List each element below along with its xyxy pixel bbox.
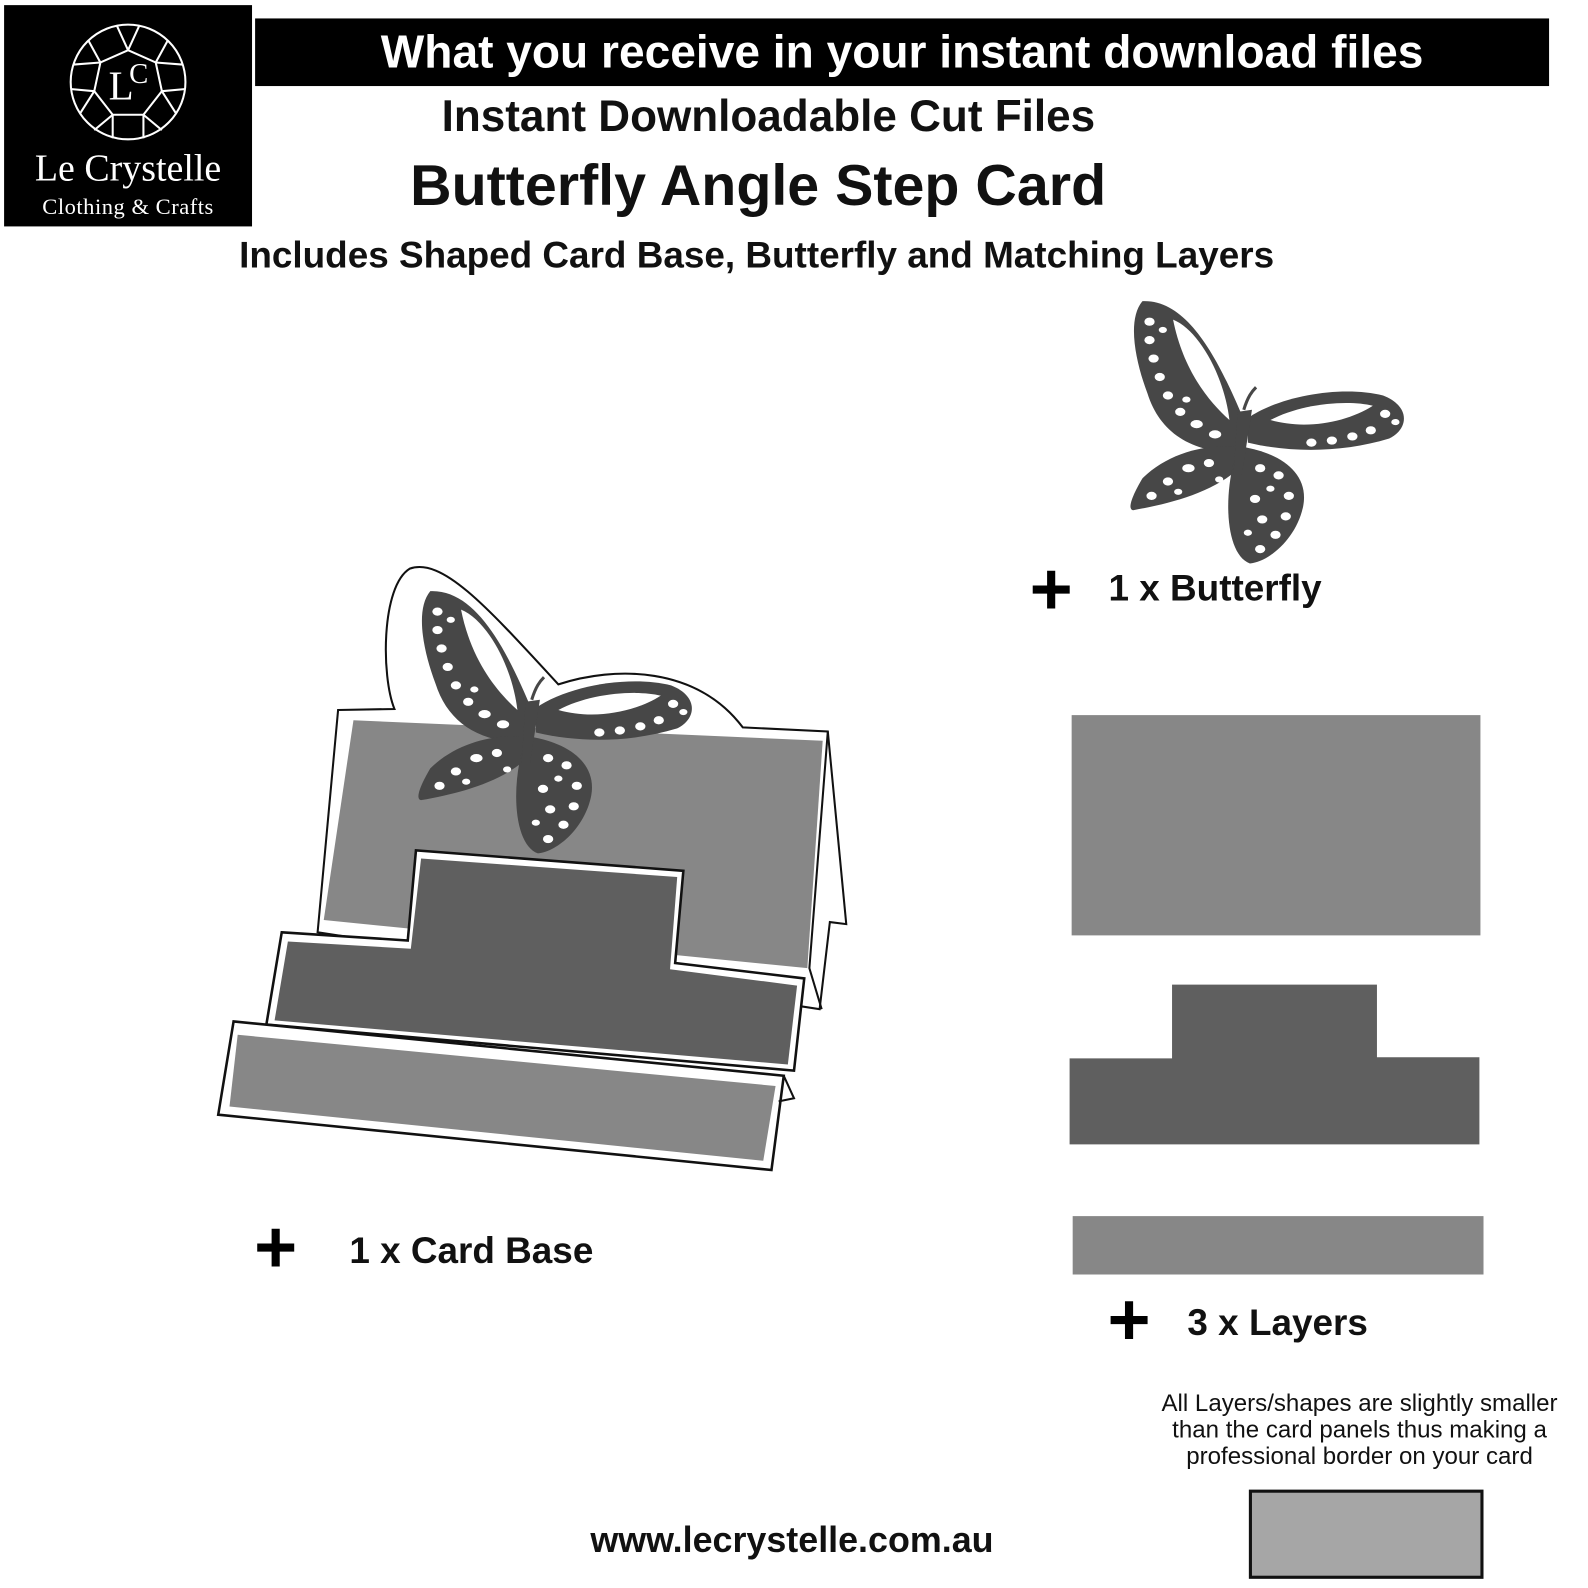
layers-label: 3 x Layers xyxy=(1187,1301,1368,1344)
border-note: All Layers/shapes are slightly smaller t… xyxy=(1137,1389,1582,1469)
website-url: www.lecrystelle.com.au xyxy=(590,1520,994,1561)
brand-name: Le Crystelle xyxy=(34,147,222,190)
butterfly-label: 1 x Butterfly xyxy=(1108,566,1322,609)
plus-icon: + xyxy=(1029,549,1073,632)
brand-logo: L C Le Crystelle Clothing & Crafts xyxy=(4,5,253,227)
card-base-label: 1 x Card Base xyxy=(349,1229,594,1272)
card-base-illustration xyxy=(216,566,848,1172)
layer-bottom-strip xyxy=(1072,1216,1484,1275)
butterfly-cutfile xyxy=(1128,299,1406,566)
brand-tagline: Clothing & Crafts xyxy=(42,193,214,220)
plus-icon: + xyxy=(1107,1279,1151,1362)
page-title: Butterfly Angle Step Card xyxy=(410,152,1107,218)
subtitle: Instant Downloadable Cut Files xyxy=(441,92,1096,142)
note-line: All Layers/shapes are slightly smaller xyxy=(1161,1389,1558,1416)
middle-layer xyxy=(274,858,798,1065)
border-swatch xyxy=(1248,1489,1484,1579)
svg-text:C: C xyxy=(129,58,148,90)
includes-line: Includes Shaped Card Base, Butterfly and… xyxy=(239,233,1275,276)
note-line: professional border on your card xyxy=(1186,1442,1533,1470)
crystal-emblem-icon: L C xyxy=(69,23,187,141)
layer-step-shape xyxy=(1069,984,1480,1145)
header-banner: What you receive in your instant downloa… xyxy=(255,18,1550,87)
layer-top-rect xyxy=(1071,715,1481,936)
plus-icon: + xyxy=(254,1206,298,1289)
front-layer xyxy=(229,1034,776,1161)
svg-text:L: L xyxy=(109,62,134,108)
note-line: than the card panels thus making a xyxy=(1172,1415,1547,1443)
